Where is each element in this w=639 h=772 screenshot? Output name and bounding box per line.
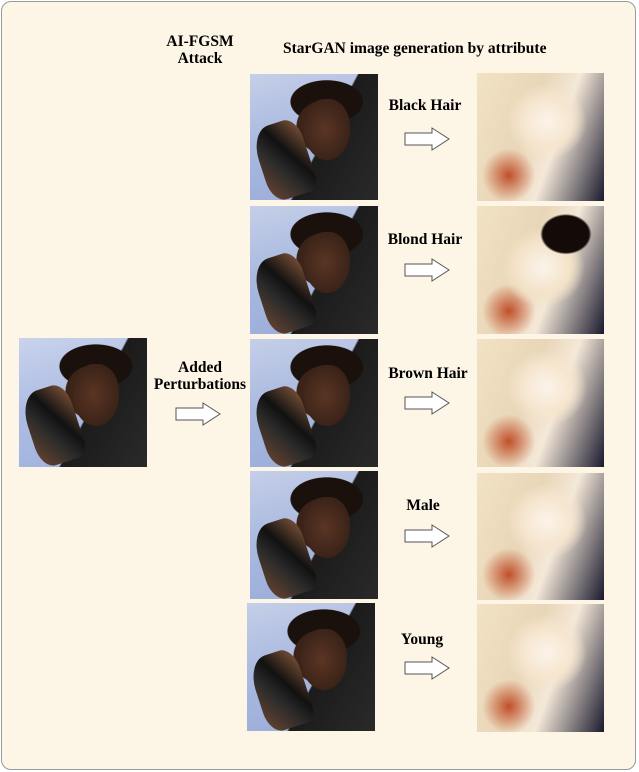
arrow-icon-brown-hair xyxy=(404,391,450,415)
added-perturbations-label: Added Perturbations xyxy=(150,359,250,393)
original-image xyxy=(19,338,147,467)
perturbed-image-male xyxy=(250,471,378,599)
arrow-icon-male xyxy=(404,524,450,548)
perturbed-face xyxy=(303,99,350,160)
perturbed-image-black-hair xyxy=(250,74,378,200)
perturbed-image-young xyxy=(247,603,375,731)
arrow-icon-blond-hair xyxy=(404,258,450,282)
attack-header-line2: Attack xyxy=(177,50,223,67)
generated-image-male xyxy=(477,473,604,600)
arrow-icon-black-hair xyxy=(404,127,450,151)
attribute-label-male: Male xyxy=(406,497,440,514)
attack-header-line1: AI-FGSM xyxy=(166,33,234,50)
attribute-label-young: Young xyxy=(400,631,444,648)
perturbed-image-blond-hair xyxy=(250,206,378,334)
generated-image-brown-hair xyxy=(477,339,604,467)
perturbed-face xyxy=(303,364,350,427)
attribute-label-blond-hair: Blond Hair xyxy=(387,231,463,248)
generated-image-blond-hair xyxy=(477,206,604,334)
attack-header: AI-FGSM Attack xyxy=(145,33,255,67)
added-perturbations-line2: Perturbations xyxy=(153,376,247,393)
perturbation-arrow-icon xyxy=(175,402,221,426)
generated-image-young xyxy=(477,604,604,732)
attribute-label-brown-hair: Brown Hair xyxy=(388,365,468,382)
perturbed-face xyxy=(303,496,350,559)
perturbed-image-brown-hair xyxy=(250,339,378,467)
attribute-label-black-hair: Black Hair xyxy=(388,97,462,114)
original-face xyxy=(72,363,119,426)
arrow-icon-young xyxy=(404,656,450,680)
perturbed-face xyxy=(303,231,350,294)
perturbed-face xyxy=(300,628,347,691)
generation-header: StarGAN image generation by attribute xyxy=(283,40,547,57)
added-perturbations-line1: Added xyxy=(178,359,222,376)
generated-image-black-hair xyxy=(477,73,604,201)
